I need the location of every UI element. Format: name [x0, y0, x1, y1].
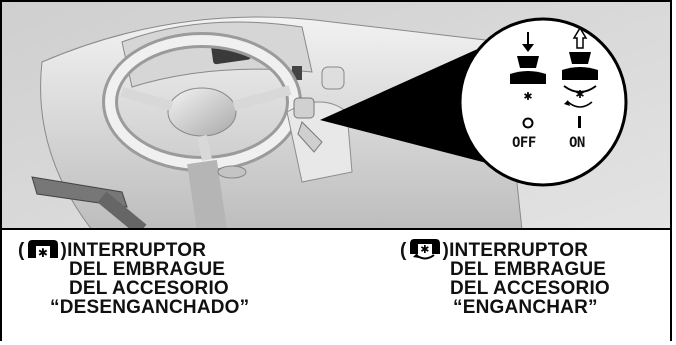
svg-text:✱: ✱ [37, 246, 47, 260]
caption-text: INTERRUPTOR [67, 240, 206, 261]
svg-text:✱: ✱ [523, 90, 532, 103]
on-label: ON [569, 135, 585, 151]
caption-engaged-line2: DEL EMBRAGUE [400, 260, 670, 279]
caption-disengaged-line3: DEL ACCESORIO [18, 279, 328, 298]
dashboard-drawing: ✱ ✱ [2, 2, 670, 230]
svg-text:✱: ✱ [420, 243, 429, 256]
open-paren: ( [400, 240, 407, 261]
caption-engaged-line1: ( ✱ )INTERRUPTOR [400, 238, 670, 260]
pto-switch-disengaged-icon: ✱ [26, 238, 60, 260]
caption-disengaged-line2: DEL EMBRAGUE [18, 260, 328, 279]
caption-text: INTERRUPTOR [449, 240, 588, 261]
caption-disengaged-line4: “DESENGANCHADO” [18, 298, 328, 317]
svg-text:✱: ✱ [575, 88, 584, 101]
caption-disengaged: ( ✱ )INTERRUPTOR DEL EMBRAGUE DEL ACCESO… [18, 238, 328, 317]
figure-divider [0, 228, 672, 230]
tractor-dashboard-illustration: ✱ ✱ OFF ON [2, 2, 670, 230]
open-paren: ( [18, 240, 25, 261]
pto-switch-engaged-icon: ✱ [408, 238, 442, 260]
caption-engaged-line3: DEL ACCESORIO [400, 279, 670, 298]
caption-engaged: ( ✱ )INTERRUPTOR DEL EMBRAGUE DEL ACCESO… [400, 238, 670, 317]
off-label: OFF [512, 135, 536, 151]
caption-engaged-line4: “ENGANCHAR” [400, 298, 670, 317]
caption-disengaged-line1: ( ✱ )INTERRUPTOR [18, 238, 328, 260]
